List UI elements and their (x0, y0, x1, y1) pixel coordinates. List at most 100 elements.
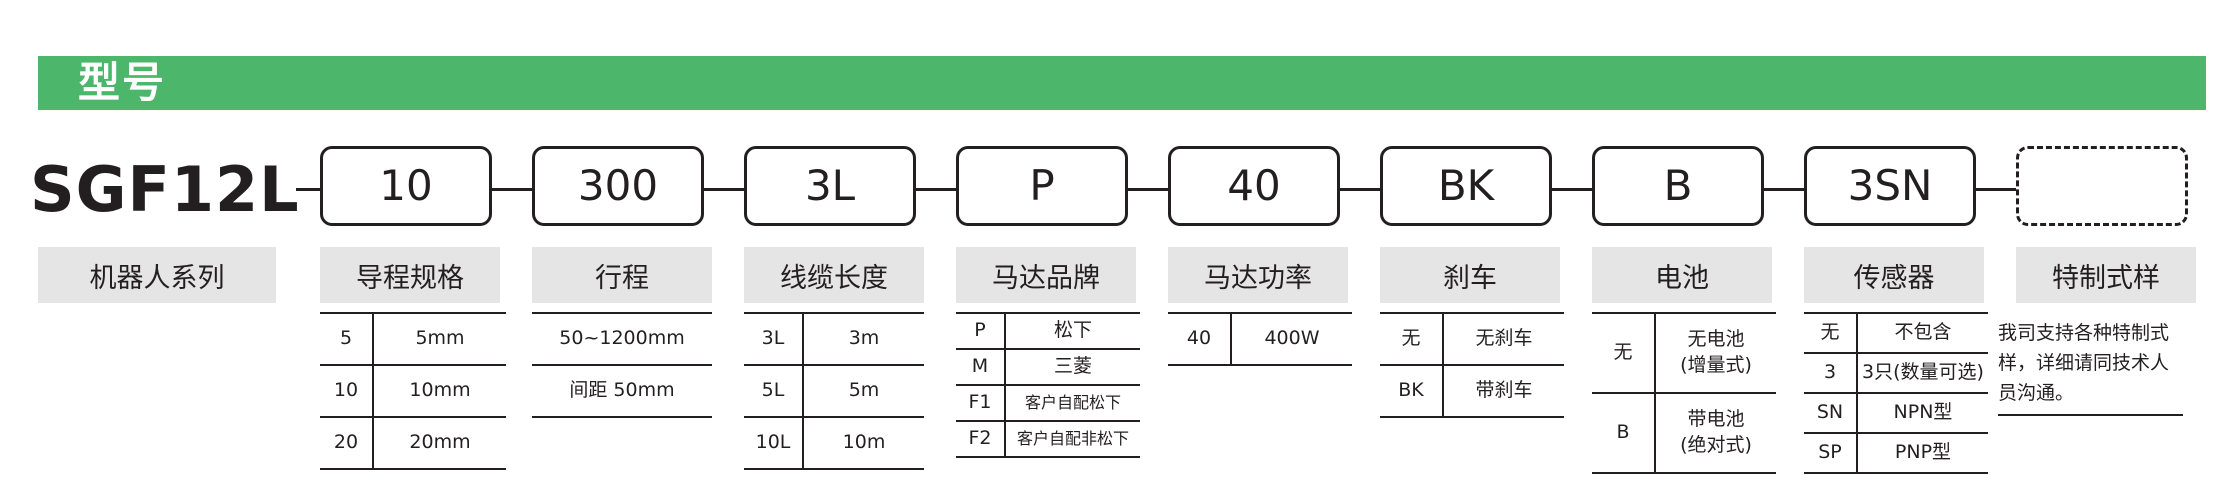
option-desc: 10m (803, 417, 924, 470)
table-row: 3L 3m (744, 312, 924, 366)
option-code: 40 (1168, 312, 1232, 366)
table-row: P 松下 (956, 312, 1140, 350)
table-row: SP PNP型 (1804, 433, 1988, 474)
sensor-table: 无 不包含 3 3只(数量可选) SN NPN型 SP PNP型 (1804, 312, 1988, 474)
option-desc: 20mm (373, 417, 506, 470)
option-desc: 客户自配非松下 (1005, 421, 1140, 458)
option-desc: 无电池 (增量式) (1655, 312, 1776, 394)
option-desc: 5mm (373, 312, 506, 366)
model-name: SGF12L (30, 153, 300, 226)
connector-line (1340, 188, 1380, 191)
option-code: BK (1380, 365, 1444, 418)
option-code: 5 (320, 312, 374, 366)
option-desc: 400W (1231, 312, 1352, 366)
connector-line (916, 188, 956, 191)
lead-table: 5 5mm 10 10mm 20 20mm (320, 312, 506, 470)
option-desc: 三菱 (1005, 349, 1140, 386)
table-row: BK 带刹车 (1380, 365, 1564, 418)
label-power: 马达功率 (1168, 247, 1348, 303)
connector-line (1976, 188, 2016, 191)
label-stroke: 行程 (532, 247, 712, 303)
option-code: 无 (1804, 312, 1858, 354)
option-code: P (956, 312, 1006, 350)
option-desc: 无刹车 (1443, 312, 1564, 366)
label-brand: 马达品牌 (956, 247, 1136, 303)
table-row: 3 3只(数量可选) (1804, 353, 1988, 394)
table-row: 10 10mm (320, 365, 506, 418)
code-box-lead: 10 (320, 146, 492, 226)
table-row: 无 不包含 (1804, 312, 1988, 354)
custom-spec-note: 我司支持各种特制式样，详细请同技术人员沟通。 (1998, 318, 2183, 416)
code-box-stroke: 300 (532, 146, 704, 226)
connector-line (1764, 188, 1804, 191)
option-desc: 不包含 (1857, 312, 1988, 354)
option-desc: 客户自配松下 (1005, 385, 1140, 422)
option-desc: NPN型 (1857, 393, 1988, 434)
code-box-brake: BK (1380, 146, 1552, 226)
table-row: F1 客户自配松下 (956, 385, 1140, 422)
label-lead: 导程规格 (320, 247, 500, 303)
option-desc: 10mm (373, 365, 506, 418)
option-desc: 5m (803, 365, 924, 418)
power-table: 40 400W (1168, 312, 1352, 366)
table-row: 20 20mm (320, 417, 506, 470)
option-code: 3 (1804, 353, 1858, 394)
table-row: 50~1200mm (532, 312, 712, 366)
option-code: B (1592, 393, 1656, 474)
connector-line (492, 188, 532, 191)
battery-desc: 无电池 (1687, 328, 1745, 351)
battery-table: 无 无电池 (增量式) B 带电池 (绝对式) (1592, 312, 1776, 474)
stroke-table: 50~1200mm 间距 50mm (532, 312, 712, 418)
cable-table: 3L 3m 5L 5m 10L 10m (744, 312, 924, 470)
table-row: 无 无电池 (增量式) (1592, 312, 1776, 394)
option-code: 10 (320, 365, 374, 418)
option-code: 3L (744, 312, 804, 366)
table-row: SN NPN型 (1804, 393, 1988, 434)
connector-line (1128, 188, 1168, 191)
connector-line (704, 188, 744, 191)
label-brake: 刹车 (1380, 247, 1560, 303)
code-box-brand: P (956, 146, 1128, 226)
connector-line (1552, 188, 1592, 191)
table-row: F2 客户自配非松下 (956, 421, 1140, 458)
option-code: 20 (320, 417, 374, 470)
option-code: F1 (956, 385, 1006, 422)
option-code: 无 (1380, 312, 1444, 366)
option-code: F2 (956, 421, 1006, 458)
option-desc: 3m (803, 312, 924, 366)
series-label: 机器人系列 (38, 247, 276, 303)
section-banner: 型号 (38, 56, 2206, 110)
option-code: SN (1804, 393, 1858, 434)
table-row: 无 无刹车 (1380, 312, 1564, 366)
code-box-power: 40 (1168, 146, 1340, 226)
option-desc: 松下 (1005, 312, 1140, 350)
code-box-custom (2016, 146, 2188, 226)
option-code: M (956, 349, 1006, 386)
battery-note: (增量式) (1680, 354, 1752, 376)
table-row: 10L 10m (744, 417, 924, 470)
table-row: 40 400W (1168, 312, 1352, 366)
table-row: 5L 5m (744, 365, 924, 418)
brake-table: 无 无刹车 BK 带刹车 (1380, 312, 1564, 418)
connector-line (296, 188, 320, 191)
stroke-range: 50~1200mm (532, 312, 712, 366)
label-battery: 电池 (1592, 247, 1772, 303)
battery-desc: 带电池 (1687, 408, 1745, 431)
section-title: 型号 (78, 58, 167, 107)
brand-table: P 松下 M 三菱 F1 客户自配松下 F2 客户自配非松下 (956, 312, 1140, 458)
code-box-battery: B (1592, 146, 1764, 226)
option-desc: 3只(数量可选) (1857, 353, 1988, 394)
battery-note: (绝对式) (1680, 434, 1752, 456)
code-box-sensor: 3SN (1804, 146, 1976, 226)
table-row: M 三菱 (956, 349, 1140, 386)
option-code: 10L (744, 417, 804, 470)
label-sensor: 传感器 (1804, 247, 1984, 303)
table-row: 5 5mm (320, 312, 506, 366)
option-desc: PNP型 (1857, 433, 1988, 474)
table-row: 间距 50mm (532, 365, 712, 418)
option-desc: 带电池 (绝对式) (1655, 393, 1776, 474)
option-code: 5L (744, 365, 804, 418)
option-code: SP (1804, 433, 1858, 474)
table-row: B 带电池 (绝对式) (1592, 393, 1776, 474)
code-box-cable: 3L (744, 146, 916, 226)
